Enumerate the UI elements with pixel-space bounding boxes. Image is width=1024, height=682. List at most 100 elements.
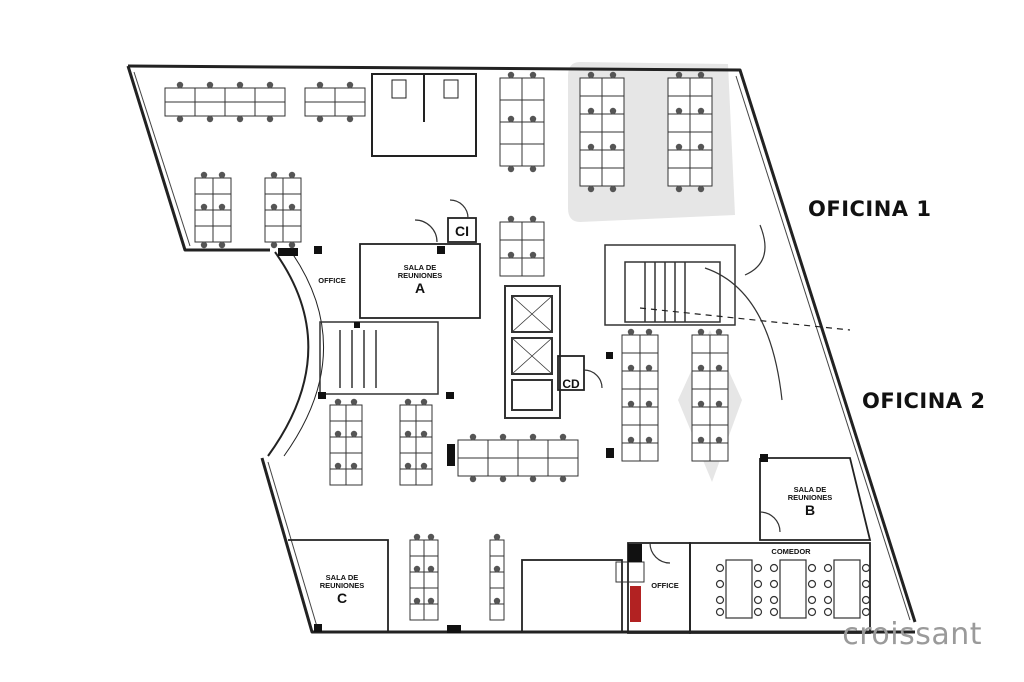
desk (621, 334, 641, 354)
desk (709, 406, 729, 426)
chair (697, 71, 705, 79)
dashed-boundary (639, 307, 851, 331)
desk (164, 101, 196, 117)
desk (399, 404, 417, 422)
chair (350, 462, 358, 470)
desk (521, 143, 545, 167)
chair (346, 81, 354, 89)
desk (334, 101, 366, 117)
chair (529, 433, 537, 441)
chair (200, 241, 208, 249)
office-top-label: OFFICE (318, 276, 346, 285)
chair (493, 565, 501, 573)
chair (350, 398, 358, 406)
chair (529, 115, 537, 123)
sala-c-line1: SALA DE (325, 573, 359, 582)
comedor-chair (753, 607, 763, 617)
desk (224, 87, 256, 103)
desk (254, 101, 286, 117)
desk (264, 225, 284, 243)
chair (316, 81, 324, 89)
chair (529, 475, 537, 483)
chair (529, 165, 537, 173)
desk (579, 77, 603, 97)
comedor-chair (753, 563, 763, 573)
desk (304, 101, 336, 117)
desk (409, 571, 425, 589)
comedor-chair (807, 607, 817, 617)
sala-a-walls (359, 243, 481, 319)
comedor-chair (823, 595, 833, 605)
chair (427, 565, 435, 573)
desk (709, 442, 729, 462)
chair (420, 398, 428, 406)
desk (521, 257, 545, 277)
comedor-chair (715, 607, 725, 617)
chair (609, 185, 617, 193)
workstations (164, 71, 729, 621)
door-swings (414, 199, 783, 564)
chair (420, 462, 428, 470)
brand-logo: croissant (842, 617, 982, 652)
chair (627, 328, 635, 336)
desk (224, 101, 256, 117)
chair (645, 328, 653, 336)
meeting-rooms (288, 217, 872, 634)
desk (423, 539, 439, 557)
comedor-chair (715, 563, 725, 573)
chair (270, 171, 278, 179)
chair (609, 107, 617, 115)
chair (200, 171, 208, 179)
cd-walls (557, 355, 585, 391)
desk (639, 334, 659, 354)
sala-b-line2: REUNIONES (787, 493, 833, 503)
chair (334, 430, 342, 438)
sala-a-line2: REUNIONES (397, 271, 443, 281)
desk (521, 221, 545, 241)
desk (517, 457, 549, 477)
chair (176, 81, 184, 89)
desk (415, 468, 433, 486)
desk (521, 121, 545, 145)
sala-b-line1: SALA DE (793, 485, 827, 494)
desk (487, 439, 519, 459)
desk (709, 334, 729, 354)
chair (404, 462, 412, 470)
desk (415, 404, 433, 422)
comedor-chair (807, 563, 817, 573)
chair (334, 462, 342, 470)
desk (621, 370, 641, 390)
sala-b-walls (759, 457, 872, 541)
desk (639, 370, 659, 390)
chair (218, 203, 226, 211)
comedor-chair (715, 579, 725, 589)
desk (164, 87, 196, 103)
comedor-chair (753, 579, 763, 589)
desk (264, 209, 284, 227)
chair (645, 436, 653, 444)
desk (521, 77, 545, 101)
desk (423, 603, 439, 621)
desk (691, 442, 711, 462)
chair (427, 533, 435, 541)
chair (507, 115, 515, 123)
comedor-chair (769, 563, 779, 573)
desk (691, 406, 711, 426)
desk (499, 121, 523, 145)
chair (499, 475, 507, 483)
desk (345, 468, 363, 486)
chair (697, 328, 705, 336)
chair (645, 400, 653, 408)
chair (587, 185, 595, 193)
chair (469, 433, 477, 441)
outer-wall-left (126, 65, 270, 252)
chair (715, 400, 723, 408)
chair (316, 115, 324, 123)
chair (507, 71, 515, 79)
desk (212, 209, 232, 227)
desk (547, 457, 579, 477)
desk (689, 77, 713, 97)
office-bottom-walls (627, 542, 691, 634)
chair (507, 251, 515, 259)
comedor-chair (769, 607, 779, 617)
